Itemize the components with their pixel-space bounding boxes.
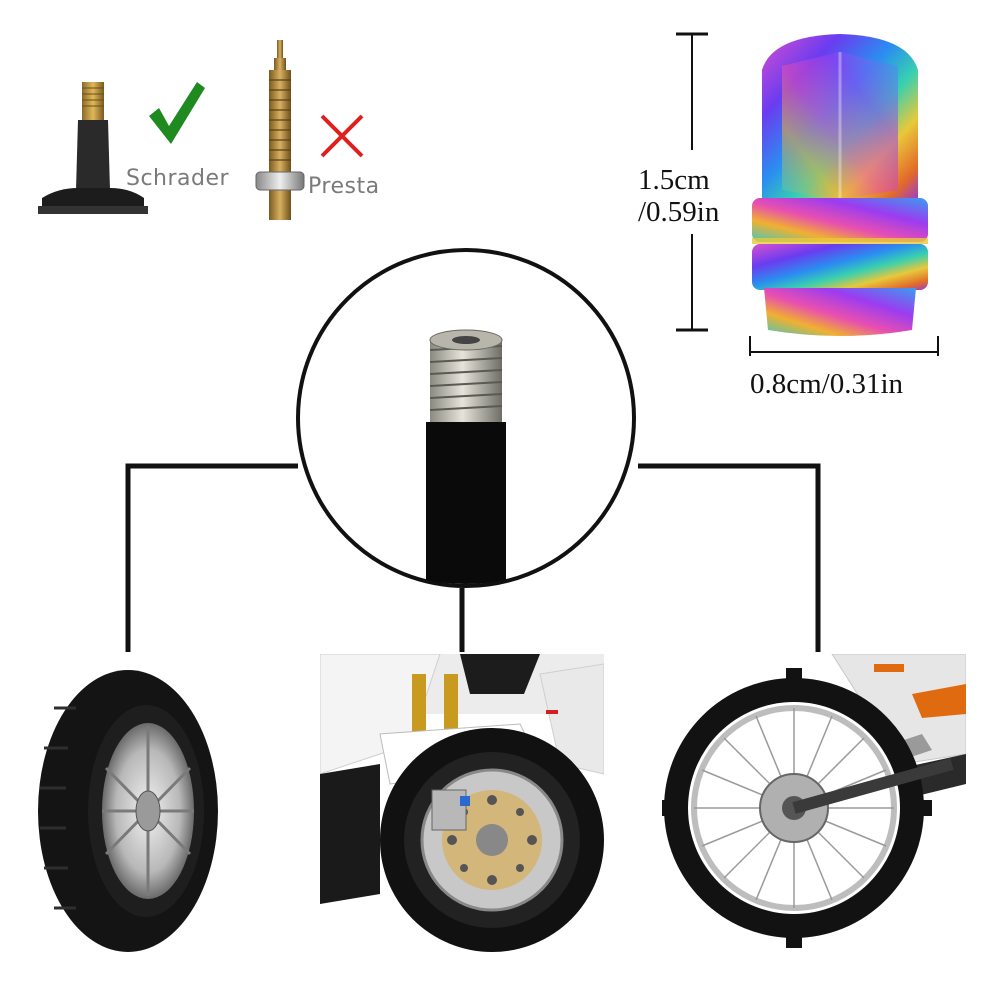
schrader-label: Schrader <box>126 166 230 191</box>
car-tire-image <box>38 670 218 952</box>
height-dimension-line <box>676 32 708 332</box>
height-label: 1.5cm /0.59in <box>638 164 719 228</box>
valve-cap-dimensions: 1.5cm /0.59in <box>630 20 970 420</box>
sport-motorcycle-image <box>320 654 604 954</box>
presta-label: Presta <box>308 174 380 199</box>
height-label-cm: 1.5cm <box>638 164 710 196</box>
height-label-in: /0.59in <box>638 196 720 228</box>
schrader-valve-image <box>38 82 148 214</box>
presta-valve-image <box>255 40 305 220</box>
valve-closeup-circle <box>296 248 636 588</box>
rainbow-valve-cap-image <box>752 34 928 336</box>
valve-type-comparison: Schrader Presta <box>30 40 390 230</box>
check-mark-icon <box>149 82 205 144</box>
dirt-bike-image <box>662 654 966 954</box>
width-dimension-line <box>749 336 939 356</box>
width-label: 0.8cm/0.31in <box>750 368 904 400</box>
cross-mark-icon <box>320 114 364 158</box>
